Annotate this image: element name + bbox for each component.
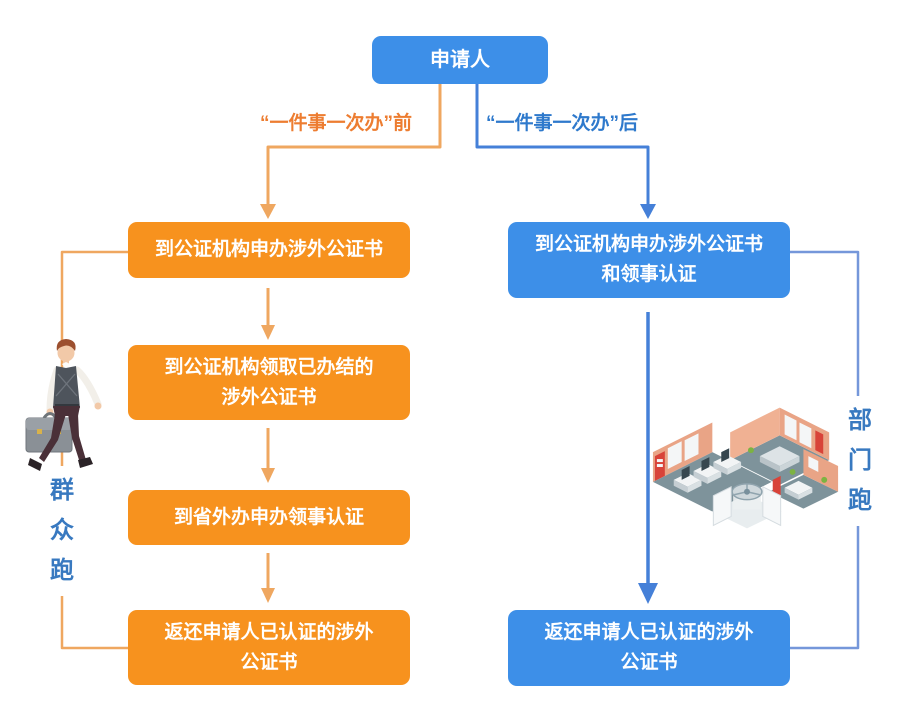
department-runs-label: 部门跑 (843, 396, 877, 526)
person-figure (25, 339, 102, 471)
red-door (815, 430, 824, 455)
before-step-4-text2: 公证书 (240, 651, 298, 673)
applicant-label: 申请人 (430, 49, 490, 71)
briefcase-handle (42, 412, 58, 419)
step-arrow-2-head (261, 468, 275, 483)
after-branch-line (475, 84, 650, 206)
before-step-2-box: 到公证机构领取已办结的 涉外公证书 (128, 345, 410, 420)
back-shoe (78, 457, 93, 468)
office-illustration (652, 407, 839, 529)
applicant-box: 申请人 (372, 36, 548, 84)
before-branch-arrowhead (260, 204, 276, 219)
after-branch-arrowhead (640, 204, 656, 219)
office-scene (652, 407, 839, 529)
before-step-2-text2: 涉外公证书 (221, 386, 317, 408)
after-step-2-box: 返还申请人已认证的涉外 公证书 (508, 610, 790, 686)
after-step-2-text2: 公证书 (620, 652, 678, 673)
before-step-4-text: 返还申请人已认证的涉外 (164, 621, 374, 643)
citizen-person-illustration (25, 339, 102, 471)
front-leg (39, 414, 66, 462)
hair (56, 339, 76, 351)
before-step-3-text: 到省外办申办领事认证 (173, 506, 364, 528)
step-arrow-3-head (261, 588, 275, 603)
center-arrow-head (638, 583, 658, 604)
before-step-1-text: 到公证机构申办涉外公证书 (154, 239, 383, 260)
back-leg (68, 414, 86, 463)
after-step-2-text: 返还申请人已认证的涉外 (544, 622, 754, 643)
before-step-4-box: 返还申请人已认证的涉外 公证书 (128, 610, 410, 685)
after-branch-label: “一件事一次办”后 (486, 113, 639, 134)
before-step-2-text: 到公证机构领取已办结的 (164, 356, 374, 378)
after-step-1-text2: 和领事认证 (601, 264, 697, 285)
front-shoe (28, 458, 42, 471)
before-step-3-box: 到省外办申办领事认证 (128, 490, 410, 545)
before-step-1-box: 到公证机构申办涉外公证书 (128, 222, 410, 278)
before-branch-line (266, 84, 442, 206)
vest (53, 366, 80, 408)
before-branch-label: “一件事一次办”前 (260, 113, 413, 134)
step-arrow-1-head (261, 325, 275, 340)
citizen-runs-label: 群众跑 (45, 466, 79, 596)
after-step-1-text: 到公证机构申办涉外公证书 (534, 234, 763, 255)
after-step-1-box: 到公证机构申办涉外公证书 和领事认证 (508, 222, 790, 298)
